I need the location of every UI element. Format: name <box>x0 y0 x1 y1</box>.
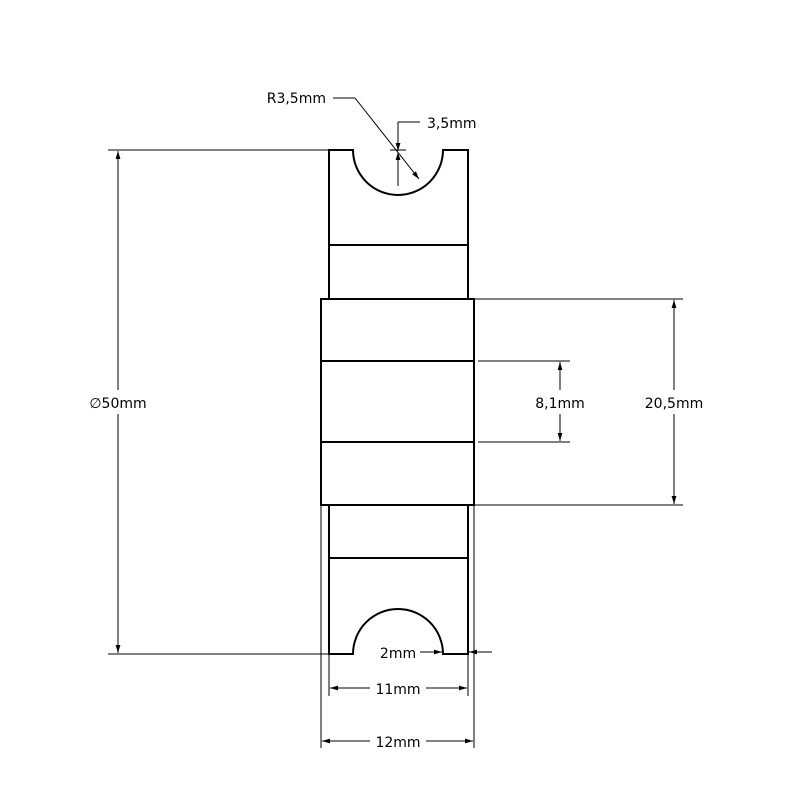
bearing-section <box>320 298 475 506</box>
dimension-bearing-diameter: 20,5mm <box>474 298 703 506</box>
dimension-wheel-width: 11mm <box>328 654 469 698</box>
wheel-width-label: 11mm <box>375 682 420 698</box>
flange-width-label: 2mm <box>380 646 416 662</box>
dimension-bore-diameter: 8,1mm <box>478 360 585 443</box>
bottom-rim-section <box>328 557 469 655</box>
outer-diameter-label: ∅50mm <box>89 396 146 412</box>
bearing-outline <box>320 298 475 506</box>
groove-depth-label: 3,5mm <box>427 116 477 132</box>
groove-radius-label: R3,5mm <box>267 91 326 107</box>
top-rim-section <box>328 149 469 246</box>
wheel-section <box>328 149 469 655</box>
dimension-outer-diameter: ∅50mm <box>89 149 329 655</box>
dimension-groove: R3,5mm 3,5mm <box>267 91 477 186</box>
bearing-lower-ring <box>320 441 475 506</box>
bore <box>320 360 475 443</box>
bearing-diameter-label: 20,5mm <box>645 396 703 412</box>
bearing-upper-ring <box>320 298 475 362</box>
bore-diameter-label: 8,1mm <box>535 396 585 412</box>
bottom-hub-band <box>328 504 469 559</box>
top-hub-band <box>328 244 469 300</box>
dimension-bearing-width: 12mm <box>320 505 475 751</box>
dimension-flange: 2mm <box>380 646 492 662</box>
bearing-width-label: 12mm <box>375 735 420 751</box>
